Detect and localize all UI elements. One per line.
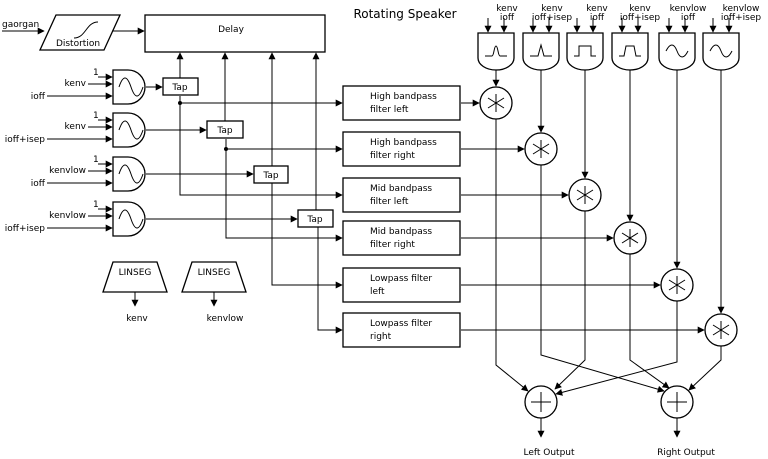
table-osc-label-line2: ioff [681, 13, 696, 23]
svg-text:LINSEG: LINSEG [119, 268, 152, 278]
table-osc-label-line1: kenv [496, 4, 518, 14]
osc-amp-label: 1 [93, 111, 99, 121]
osc-amp-label: 1 [93, 68, 99, 78]
table-oscillator-4 [611, 18, 649, 222]
table-osc-label-line2: ioff [590, 13, 605, 23]
svg-text:kenv: kenv [126, 314, 148, 324]
wavetable-icon [709, 44, 733, 58]
osc-freq-label: kenv [65, 79, 87, 89]
filter-label-line1: Lowpass filter [370, 319, 432, 329]
svg-text:kenvlow: kenvlow [207, 314, 244, 324]
table-oscillator-5 [658, 18, 696, 269]
input-label: gaorgan [2, 20, 39, 30]
table-osc-label-line1: kenvlow [723, 4, 760, 14]
tap-box-3: Tap [253, 165, 289, 184]
filter-label-line2: filter right [370, 151, 415, 161]
right-output-label: Right Output [657, 448, 715, 458]
filter-label-line1: Lowpass filter [370, 274, 432, 284]
svg-text:Tap: Tap [306, 215, 323, 225]
filter-label-line2: left [370, 287, 385, 297]
filter-label-line2: right [370, 332, 392, 342]
filter-3: Mid bandpass filter left [342, 177, 569, 213]
wavetable-icon [665, 44, 689, 58]
filter-6: Lowpass filter right [342, 312, 705, 348]
svg-text:LINSEG: LINSEG [198, 268, 231, 278]
distortion-block [38, 14, 122, 51]
filter-label-line2: filter left [370, 105, 409, 115]
multiplier-1 [479, 86, 513, 120]
table-osc-label-line1: kenv [586, 4, 608, 14]
linseg-kenvlow: LINSEG kenvlow [181, 261, 247, 324]
multiplier-4 [613, 221, 647, 255]
wavetable-icon [530, 43, 552, 57]
filter-4: Mid bandpass filter right [342, 220, 614, 256]
sine-icon [118, 209, 144, 229]
table-osc-label-line2: ioff+isep [532, 13, 572, 23]
table-oscillator-3 [566, 18, 604, 179]
osc-phase-label: ioff+isep [5, 224, 45, 234]
wavetable-icon [485, 45, 507, 57]
delay-label: Delay [218, 25, 244, 35]
wavetable-icon [619, 45, 641, 57]
table-osc-label-line1: kenv [629, 4, 651, 14]
osc-amp-label: 1 [93, 155, 99, 165]
filter-label-line1: High bandpass [370, 138, 437, 148]
table-osc-label-line1: kenvlow [670, 4, 707, 14]
filter-5: Lowpass filter left [342, 267, 661, 303]
table-oscillator-6 [702, 18, 740, 314]
multiplier-3 [568, 178, 602, 212]
oscillator-4: 1 kenvlow ioff+isep [5, 200, 146, 237]
svg-text:Tap: Tap [262, 171, 279, 181]
multiplier-2 [524, 132, 558, 166]
osc-freq-label: kenv [65, 122, 87, 132]
osc-amp-label: 1 [93, 200, 99, 210]
sine-icon [118, 77, 144, 97]
oscillator-1: 1 kenv ioff [31, 68, 146, 105]
multiplier-6 [704, 313, 738, 347]
osc-phase-label: ioff [31, 92, 46, 102]
filter-label-line1: High bandpass [370, 92, 437, 102]
filter-label-line2: filter right [370, 240, 415, 250]
table-osc-label-line2: ioff+isep [620, 13, 660, 23]
sine-icon [118, 164, 144, 184]
svg-text:Tap: Tap [216, 126, 233, 136]
table-osc-label-line1: kenv [541, 4, 563, 14]
filter-label-line1: Mid bandpass [370, 184, 432, 194]
delay-wiring [146, 52, 343, 334]
filter-label-line2: filter left [370, 197, 409, 207]
osc-phase-label: ioff [31, 179, 46, 189]
left-summer [524, 385, 558, 438]
filter-label-line1: Mid bandpass [370, 227, 432, 237]
right-summer [660, 385, 694, 438]
table-oscillator-1 [477, 18, 515, 87]
delay-block [144, 14, 326, 53]
oscillator-2: 1 kenv ioff+isep [5, 111, 146, 148]
osc-phase-label: ioff+isep [5, 135, 45, 145]
tap-box-4: Tap [297, 209, 334, 228]
table-oscillator-2 [522, 18, 560, 133]
mix-wiring [495, 119, 722, 396]
svg-text:Tap: Tap [171, 83, 188, 93]
osc-freq-label: kenvlow [49, 211, 86, 221]
sine-icon [118, 120, 144, 140]
filter-1: High bandpass filter left [342, 85, 480, 121]
wavetable-icon [574, 45, 596, 57]
left-output-label: Left Output [523, 448, 575, 458]
osc-freq-label: kenvlow [49, 166, 86, 176]
tap-box-1: Tap [162, 77, 199, 96]
diagram-title: Rotating Speaker [353, 7, 456, 21]
distortion-curve-icon [73, 21, 99, 39]
tap-box-2: Tap [206, 120, 244, 139]
linseg-kenv: LINSEG kenv [102, 261, 168, 324]
table-osc-label-line2: ioff [500, 13, 515, 23]
filter-2: High bandpass filter right [342, 131, 525, 167]
table-osc-label-line2: ioff+isep [721, 13, 761, 23]
multiplier-5 [660, 268, 694, 302]
distortion-label: Distortion [56, 39, 100, 49]
